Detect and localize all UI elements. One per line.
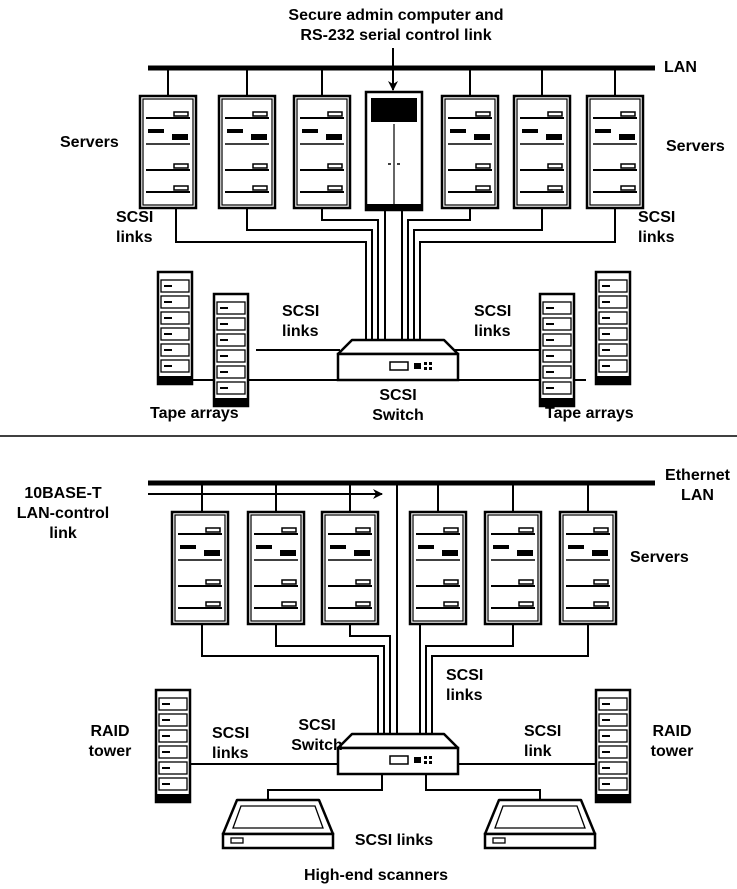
server — [217, 94, 277, 210]
tape-array — [212, 292, 250, 408]
ethernet-drops — [201, 483, 589, 512]
scsi-switch-bottom-label: SCSI Switch — [291, 717, 343, 754]
server — [170, 510, 230, 626]
server — [585, 94, 645, 210]
scsi-links-left-label: SCSI links — [212, 725, 250, 762]
top-diagram — [138, 48, 655, 408]
raid-tower-right-label: RAID tower — [650, 723, 694, 760]
lan-drops — [167, 68, 616, 96]
scsi-switch-top — [336, 338, 460, 382]
admin-computer-label: Secure admin computer and RS-232 serial … — [288, 7, 504, 44]
raid-tower-right — [594, 688, 632, 804]
bottom-diagram — [148, 480, 655, 850]
server — [246, 510, 306, 626]
server — [408, 510, 468, 626]
ethernet-lan-label: Ethernet LAN — [665, 467, 730, 504]
scsi-links-right-label: SCSI links — [638, 209, 676, 246]
tape-array — [538, 292, 576, 408]
scsi-links-mid-left-label: SCSI links — [282, 303, 320, 340]
scsi-link-right-label: SCSI link — [524, 723, 562, 760]
server — [483, 510, 543, 626]
scsi-switch-bottom — [336, 732, 460, 776]
tape-arrays-right — [538, 270, 632, 408]
scanner-right — [483, 798, 597, 850]
lan-control-link-label: 10BASE-T LAN-control link — [16, 485, 110, 542]
tape-arrays-left — [156, 270, 250, 408]
raid-tower-left — [154, 688, 192, 804]
high-end-scanners-label: High-end scanners — [303, 867, 449, 884]
server — [512, 94, 572, 210]
servers-top — [138, 90, 645, 212]
scsi-links-left-label: SCSI links — [116, 209, 154, 246]
servers-bottom — [170, 510, 618, 626]
scsi-cables-top — [175, 208, 616, 381]
server — [138, 94, 198, 210]
scsi-cables-bottom — [190, 624, 596, 800]
servers-left-label: Servers — [60, 134, 119, 151]
scanner-left — [221, 798, 335, 850]
admin-computer — [364, 90, 424, 212]
tape-arrays-left-label: Tape arrays — [150, 405, 239, 422]
scsi-links-mid-right-label: SCSI links — [474, 303, 512, 340]
server — [320, 510, 380, 626]
raid-tower-left-label: RAID tower — [88, 723, 132, 760]
tape-array — [594, 270, 632, 386]
tape-array — [156, 270, 194, 386]
servers-right-label: Servers — [666, 138, 725, 155]
scsi-switch-top-label: SCSI Switch — [372, 387, 424, 424]
scanner-links-label: SCSI links — [354, 832, 434, 849]
server — [558, 510, 618, 626]
server — [440, 94, 500, 210]
servers-bottom-label: Servers — [630, 549, 689, 566]
tape-arrays-right-label: Tape arrays — [545, 405, 634, 422]
server — [292, 94, 352, 210]
scsi-links-upper-right-label: SCSI links — [446, 667, 484, 704]
lan-label: LAN — [664, 59, 697, 76]
